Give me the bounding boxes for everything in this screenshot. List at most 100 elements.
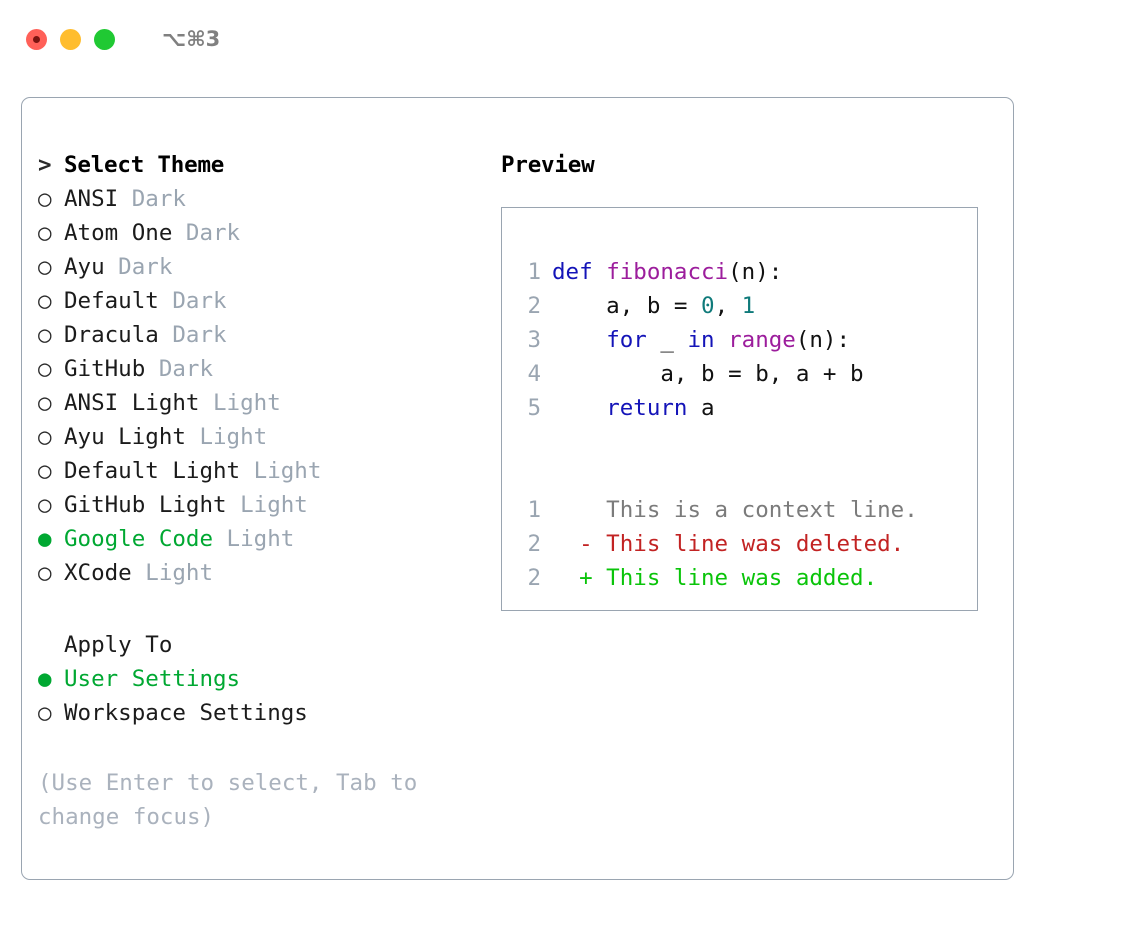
theme-picker-column: >Select Theme ○ANSI Dark○Atom One Dark○A… <box>38 148 478 834</box>
keyboard-shortcut-label: ⌥⌘3 <box>162 27 221 51</box>
window-controls <box>26 28 115 50</box>
code-line: 2 a, b = 0, 1 <box>502 289 977 323</box>
theme-list-item[interactable]: ● Google Code Light <box>38 522 478 556</box>
line-number: 4 <box>527 361 541 387</box>
code-line: 4 a, b = b, a + b <box>502 357 977 391</box>
theme-name: ANSI Light <box>64 390 200 416</box>
code-token <box>715 327 729 353</box>
radio-unselected-icon: ○ <box>38 220 52 246</box>
radio-unselected-icon: ○ <box>38 288 52 314</box>
theme-list-item[interactable]: ○ XCode Light <box>38 556 478 590</box>
main-panel: >Select Theme ○ANSI Dark○Atom One Dark○A… <box>21 97 1014 880</box>
theme-list: ○ANSI Dark○Atom One Dark○Ayu Dark○Defaul… <box>38 182 478 590</box>
line-number: 2 <box>527 293 541 319</box>
close-icon[interactable] <box>26 28 47 50</box>
theme-list-item[interactable]: ○ GitHub Dark <box>38 352 478 386</box>
radio-unselected-icon: ○ <box>38 492 52 518</box>
theme-list-item[interactable]: ○ GitHub Light Light <box>38 488 478 522</box>
spacer <box>38 748 478 766</box>
theme-name: XCode <box>64 560 132 586</box>
theme-list-item[interactable]: ○ Atom One Dark <box>38 216 478 250</box>
code-token: a, b = b, a + b <box>552 361 864 387</box>
radio-unselected-icon: ○ <box>38 424 52 450</box>
diff-sign: + <box>552 565 593 591</box>
code-token: fibonacci <box>606 259 729 285</box>
apply-to-item[interactable]: ●User Settings <box>38 662 478 696</box>
diff-text: This is a context line. <box>592 497 918 523</box>
theme-kind-badge: Light <box>240 458 322 484</box>
code-token: 0 <box>701 293 715 319</box>
diff-sample: 1 This is a context line. 2 - This line w… <box>502 493 977 595</box>
apply-to-heading-label: Apply To <box>64 632 173 658</box>
theme-name: Google Code <box>64 526 214 552</box>
code-line: 3 for _ in range(n): <box>502 323 977 357</box>
apply-to-item[interactable]: ○ Workspace Settings <box>38 696 478 730</box>
diff-sign <box>552 497 593 523</box>
theme-kind-badge: Dark <box>118 186 186 212</box>
code-line: 5 return a <box>502 391 977 425</box>
code-token <box>552 327 606 353</box>
radio-unselected-icon: ○ <box>38 390 52 416</box>
apply-to-label: Workspace Settings <box>64 700 308 726</box>
code-token: _ <box>646 327 688 353</box>
line-number: 1 <box>527 259 541 285</box>
theme-kind-badge: Dark <box>158 322 227 348</box>
diff-sign: - <box>552 531 593 557</box>
theme-kind-badge: Dark <box>172 220 241 246</box>
theme-kind-badge: Dark <box>158 288 227 314</box>
line-number: 2 <box>527 565 541 591</box>
radio-unselected-icon: ○ <box>38 458 52 484</box>
theme-list-item[interactable]: ○ Default Light Light <box>38 454 478 488</box>
code-token: def <box>552 259 593 285</box>
theme-list-item[interactable]: ○Dracula Dark <box>38 318 478 352</box>
theme-kind-badge: Light <box>199 390 281 416</box>
theme-kind-badge: Light <box>185 424 268 450</box>
theme-list-item[interactable]: ○Ayu Dark <box>38 250 478 284</box>
theme-kind-badge: Dark <box>145 356 214 382</box>
minimize-icon[interactable] <box>60 28 81 50</box>
spacer <box>38 730 478 748</box>
theme-name: ANSI <box>64 186 119 212</box>
theme-kind-badge: Light <box>226 492 308 518</box>
code-token: a, b = <box>552 293 702 319</box>
radio-unselected-icon: ○ <box>38 700 52 726</box>
select-theme-heading: >Select Theme <box>38 148 478 182</box>
theme-name: GitHub <box>64 356 146 382</box>
select-theme-heading-label: Select Theme <box>64 152 225 178</box>
radio-unselected-icon: ○ <box>38 186 52 212</box>
diff-text: This line was deleted. <box>592 531 905 557</box>
code-token: , <box>714 293 742 319</box>
theme-name: Ayu <box>64 254 105 280</box>
keyboard-hint-text: (Use Enter to select, Tab to change focu… <box>38 770 418 830</box>
diff-line: 1 This is a context line. <box>502 493 977 527</box>
theme-name: GitHub Light <box>64 492 227 518</box>
diff-line: 2 + This line was added. <box>502 561 977 595</box>
theme-name: Atom One <box>64 220 173 246</box>
theme-list-item[interactable]: ○Default Dark <box>38 284 478 318</box>
theme-kind-badge: Light <box>213 526 295 552</box>
code-token <box>552 395 606 421</box>
radio-unselected-icon: ○ <box>38 560 52 586</box>
theme-list-item[interactable]: ○ ANSI Light Light <box>38 386 478 420</box>
theme-list-item[interactable]: ○ ANSI Dark <box>38 182 478 216</box>
apply-to-heading: ·Apply To <box>38 628 478 662</box>
radio-unselected-icon: ○ <box>38 356 52 382</box>
theme-list-item[interactable]: ○ Ayu Light Light <box>38 420 478 454</box>
line-number: 1 <box>527 497 541 523</box>
code-token: for <box>606 327 647 353</box>
apply-to-marker-spacer: · <box>38 628 64 662</box>
theme-name: Default Light <box>64 458 241 484</box>
code-token: 1 <box>741 293 756 319</box>
maximize-icon[interactable] <box>94 28 115 50</box>
spacer <box>502 425 977 459</box>
code-token: return <box>606 395 688 421</box>
preview-title: Preview <box>501 152 595 178</box>
code-token: in <box>687 327 715 353</box>
theme-name: Ayu Light <box>64 424 186 450</box>
radio-selected-icon: ● <box>38 526 52 552</box>
theme-kind-badge: Dark <box>104 254 173 280</box>
theme-kind-badge: Light <box>131 560 214 586</box>
